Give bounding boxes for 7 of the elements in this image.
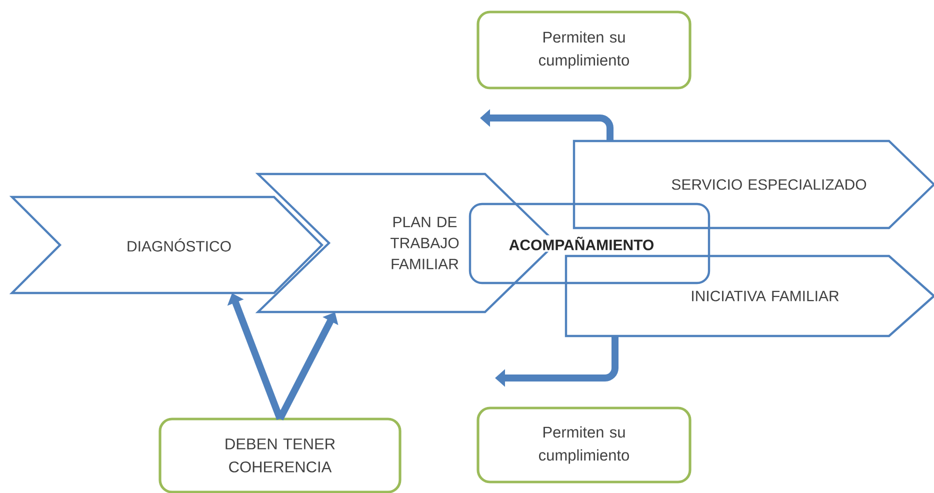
text-box: DEBEN TENER COHERENCIA bbox=[158, 418, 402, 493]
pentagon-box: INICIATIVA FAMILIAR bbox=[564, 254, 934, 338]
pentagon-box: SERVICIO ESPECIALIZADO bbox=[572, 140, 934, 230]
text-box: Permiten su cumplimiento bbox=[476, 406, 692, 484]
rounded-box: ACOMPAÑAMIENTO bbox=[468, 202, 710, 284]
chevron-box: DIAGNÓSTICO bbox=[9, 196, 324, 294]
text-box: Permiten su cumplimiento bbox=[476, 10, 692, 90]
